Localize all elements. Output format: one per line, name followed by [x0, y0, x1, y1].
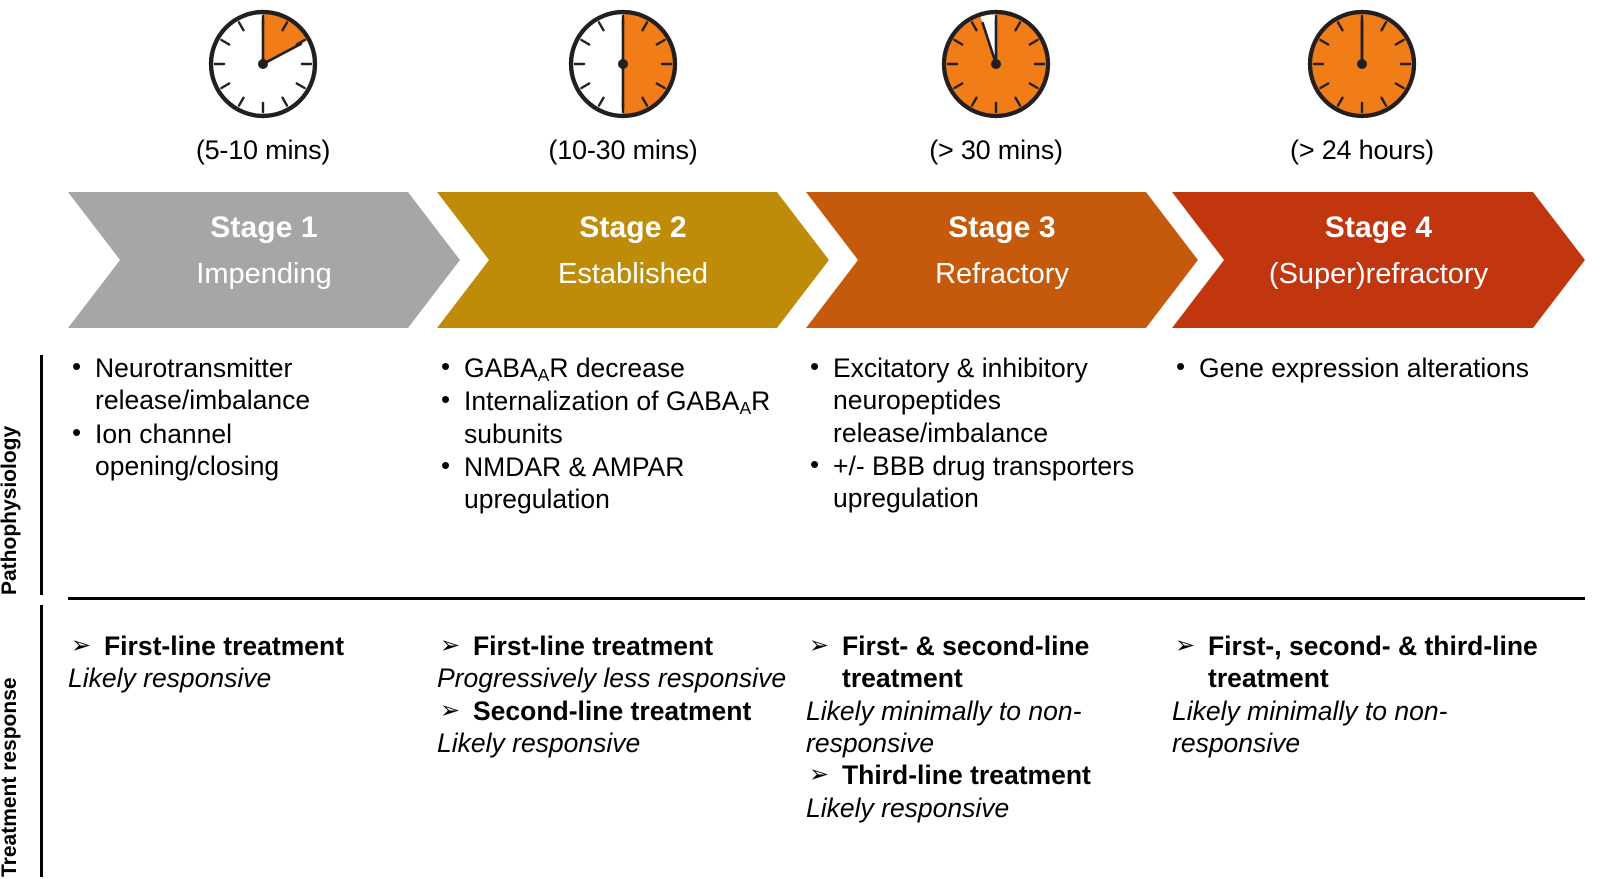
list-item: Excitatory & inhibitory neuropeptides re… — [806, 351, 1156, 449]
stage-chevron-3[interactable]: Stage 3 Refractory — [806, 192, 1198, 328]
treatment-line-label: First- & second-line treatment — [842, 631, 1090, 694]
stage-chevron-content: Stage 1 Impending — [68, 192, 460, 289]
arrow-bullet-icon: ➢ — [1175, 632, 1196, 659]
treatment-line-label: First-, second- & third-line treatment — [1208, 631, 1538, 694]
clock-icon — [1303, 5, 1421, 123]
treatment-response-axis-label: Treatment response — [0, 677, 21, 877]
treatment-line-heading: ➢ First-line treatment — [68, 630, 418, 662]
arrow-bullet-icon: ➢ — [440, 632, 461, 659]
treatment-response-note: Likely responsive — [806, 792, 1010, 823]
pathophysiology-column-4: Gene expression alterations — [1172, 351, 1572, 385]
stage-subtitle: (Super)refractory — [1268, 257, 1489, 290]
stage-chevron-content: Stage 3 Refractory — [806, 192, 1198, 289]
clock-icon — [564, 5, 682, 123]
stage-title: Stage 1 — [210, 211, 318, 244]
arrow-bullet-icon: ➢ — [71, 632, 92, 659]
list-item: Ion channel opening/closing — [68, 417, 418, 483]
clock-icon — [204, 5, 322, 123]
treatment-response-note: Likely responsive — [68, 663, 272, 694]
list-item: Gene expression alterations — [1172, 351, 1572, 384]
pathophysiology-axis-label: Pathophysiology — [0, 425, 21, 595]
timeline-clock-1: (5-10 mins) — [133, 0, 393, 164]
treatment-line-heading: ➢ First-line treatment — [437, 630, 787, 662]
stage-title: Stage 4 — [1324, 211, 1433, 244]
treatment-response-note: Likely minimally to non-responsive — [1172, 695, 1448, 758]
pathophysiology-bullet-list: Gene expression alterations — [1172, 351, 1572, 384]
treatment-response-note: Likely minimally to non-responsive — [806, 695, 1082, 758]
treatment-response-note: Likely responsive — [437, 727, 641, 758]
clock-time-label: (> 30 mins) — [929, 135, 1063, 165]
list-item: +/- BBB drug transporters upregulation — [806, 449, 1156, 515]
stage-chevron-content: Stage 4 (Super)refractory — [1172, 192, 1585, 289]
stage-chevron-content: Stage 2 Established — [437, 192, 829, 289]
treatment-line-label: Second-line treatment — [473, 695, 752, 726]
timeline-clock-3: (> 30 mins) — [866, 0, 1126, 164]
pathophysiology-column-3: Excitatory & inhibitory neuropeptides re… — [806, 351, 1156, 516]
clock-time-label: (5-10 mins) — [195, 135, 331, 165]
section-divider — [68, 597, 1585, 600]
treatment-line-label: First-line treatment — [104, 631, 345, 661]
stage-chevron-4[interactable]: Stage 4 (Super)refractory — [1172, 192, 1585, 328]
treatment-line-heading: ➢ Second-line treatment — [437, 695, 787, 727]
treatment-line-heading: ➢ Third-line treatment — [806, 759, 1156, 791]
pathophysiology-bullet-list: GABAAR decreaseInternalization of GABAAR… — [437, 351, 787, 516]
pathophysiology-bullet-list: Excitatory & inhibitory neuropeptides re… — [806, 351, 1156, 515]
pathophysiology-bullet-list: Neurotransmitter release/imbalanceIon ch… — [68, 351, 418, 483]
stage-subtitle: Established — [558, 257, 708, 290]
clock-icon — [937, 5, 1055, 123]
list-item: Neurotransmitter release/imbalance — [68, 351, 418, 417]
treatment-line-heading: ➢ First-, second- & third-line treatment — [1172, 630, 1572, 695]
arrow-bullet-icon: ➢ — [809, 632, 830, 659]
stage-chevron-1[interactable]: Stage 1 Impending — [68, 192, 460, 328]
arrow-bullet-icon: ➢ — [440, 696, 461, 724]
clock-time-label: (10-30 mins) — [548, 135, 698, 165]
stage-title: Stage 2 — [579, 211, 687, 244]
treatment-line-heading: ➢ First- & second-line treatment — [806, 630, 1156, 695]
treatment-line-label: First-line treatment — [473, 631, 714, 661]
arrow-bullet-icon: ➢ — [809, 761, 830, 789]
stage-title: Stage 3 — [948, 211, 1056, 244]
treatment-line-label: Third-line treatment — [842, 760, 1091, 791]
treatment-response-note: Progressively less responsive — [437, 663, 787, 694]
pathophysiology-column-1: Neurotransmitter release/imbalanceIon ch… — [68, 351, 418, 483]
stage-subtitle: Impending — [196, 257, 332, 290]
stage-chevron-2[interactable]: Stage 2 Established — [437, 192, 829, 328]
timeline-clock-4: (> 24 hours) — [1232, 0, 1492, 164]
clock-time-label: (> 24 hours) — [1290, 135, 1434, 165]
stage-subtitle: Refractory — [935, 257, 1069, 290]
list-item: GABAAR decrease — [437, 351, 787, 384]
pathophysiology-axis-rule — [40, 355, 43, 595]
list-item: NMDAR & AMPAR upregulation — [437, 450, 787, 516]
list-item: Internalization of GABAAR subunits — [437, 384, 787, 450]
pathophysiology-column-2: GABAAR decreaseInternalization of GABAAR… — [437, 351, 787, 517]
treatment-axis-rule — [40, 605, 43, 877]
timeline-clock-2: (10-30 mins) — [493, 0, 753, 164]
